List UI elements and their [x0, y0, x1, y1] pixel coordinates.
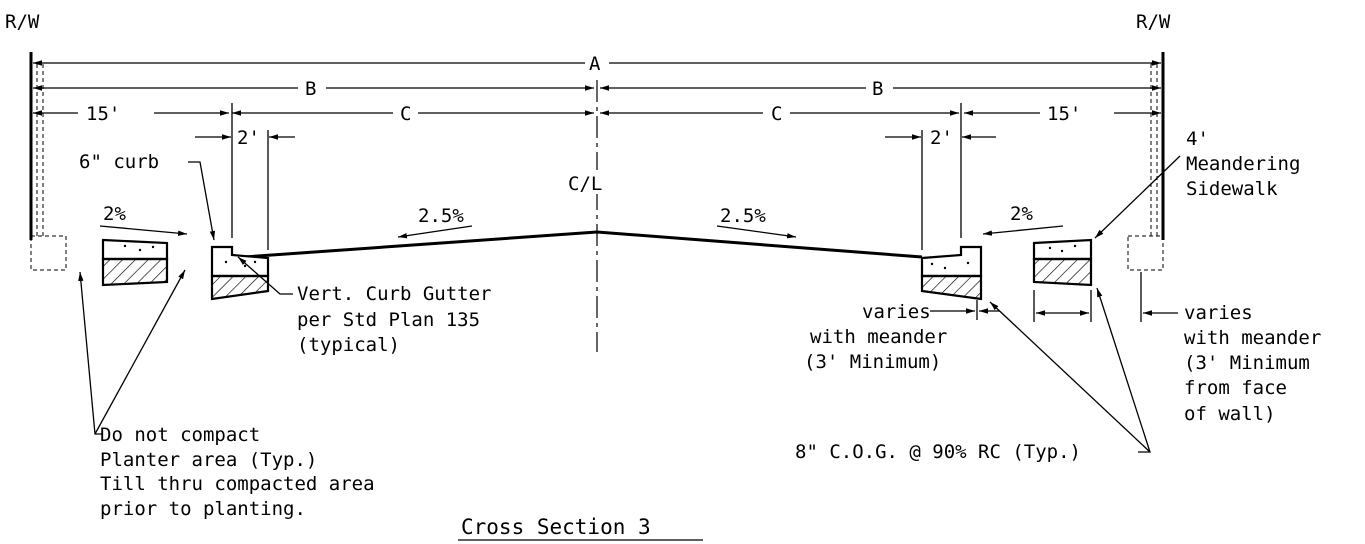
dim-b-right-label: B [872, 78, 883, 100]
dim-2-left-label: 2' [237, 127, 260, 149]
centerline-label: C/L [568, 173, 602, 195]
cog-label: 8" C.O.G. @ 90% RC (Typ.) [795, 441, 1081, 463]
rw-label-right: R/W [1136, 11, 1171, 33]
planter-label-2: Planter area (Typ.) [100, 449, 317, 471]
dimension-2-left: 2' [195, 127, 295, 149]
dimension-15-left: 15' [33, 103, 229, 125]
dimension-b-left: B [33, 78, 594, 100]
varies-right-label-5: of wall) [1184, 403, 1276, 425]
dim-15-right-label: 15' [1047, 103, 1081, 125]
curb-gutter-right [920, 245, 983, 301]
dim-2-right-label: 2' [930, 127, 953, 149]
pavement-surface [243, 230, 923, 259]
planter-label-3: Till thru compacted area [100, 473, 375, 495]
sidewalk-label-2: Meandering [1186, 153, 1300, 175]
sidewalk-right [1032, 238, 1093, 287]
slope-2-right-label: 2% [1010, 203, 1033, 225]
varies-mid-label-1: varies [862, 301, 931, 323]
slope-arrow-25-left [397, 225, 473, 239]
varies-right-label-2: with meander [1184, 327, 1321, 349]
varies-mid-label-2: with meander [810, 326, 947, 348]
dimension-15-right: 15' [964, 103, 1161, 125]
wall-right [1127, 63, 1164, 271]
dimension-b-right: B [600, 78, 1161, 100]
varies-mid-label-3: (3' Minimum) [804, 351, 941, 373]
slope-arrow-2-left [99, 225, 188, 236]
sidewalk-label-3: Sidewalk [1186, 178, 1278, 200]
varies-right-label-4: from face [1184, 377, 1287, 399]
planter-label-1: Do not compact [100, 424, 260, 446]
slope-2-left-label: 2% [103, 203, 126, 225]
dimension-a: A [33, 53, 1161, 75]
dim-15-left-label: 15' [86, 103, 120, 125]
wall-left [30, 63, 67, 271]
slope-arrow-25-right [716, 225, 797, 239]
dimension-c-right: C [600, 103, 959, 125]
sidewalk-left [101, 238, 169, 287]
dim-b-left-label: B [305, 78, 316, 100]
dim-a-label: A [589, 53, 601, 75]
planter-label-4: prior to planting. [100, 498, 306, 520]
slope-arrow-2-right [982, 225, 1064, 236]
slope-25-right-label: 2.5% [720, 205, 766, 227]
dim-c-left-label: C [400, 103, 411, 125]
dimension-2-right: 2' [885, 127, 996, 149]
section-title: Cross Section 3 [461, 515, 651, 539]
curb-gutter-label-2: per Std Plan 135 [297, 309, 480, 331]
varies-right-label-1: varies [1184, 302, 1253, 324]
sidewalk-label-1: 4' [1186, 128, 1209, 150]
curb-gutter-label-3: (typical) [297, 334, 400, 356]
dimension-c-left: C [232, 103, 594, 125]
curb-gutter-label-1: Vert. Curb Gutter [297, 283, 491, 305]
rw-label-left: R/W [5, 11, 40, 33]
varies-right-label-3: (3' Minimum [1184, 352, 1310, 374]
curb-6-label: 6" curb [79, 151, 159, 173]
slope-25-left-label: 2.5% [418, 205, 464, 227]
dim-c-right-label: C [771, 103, 782, 125]
